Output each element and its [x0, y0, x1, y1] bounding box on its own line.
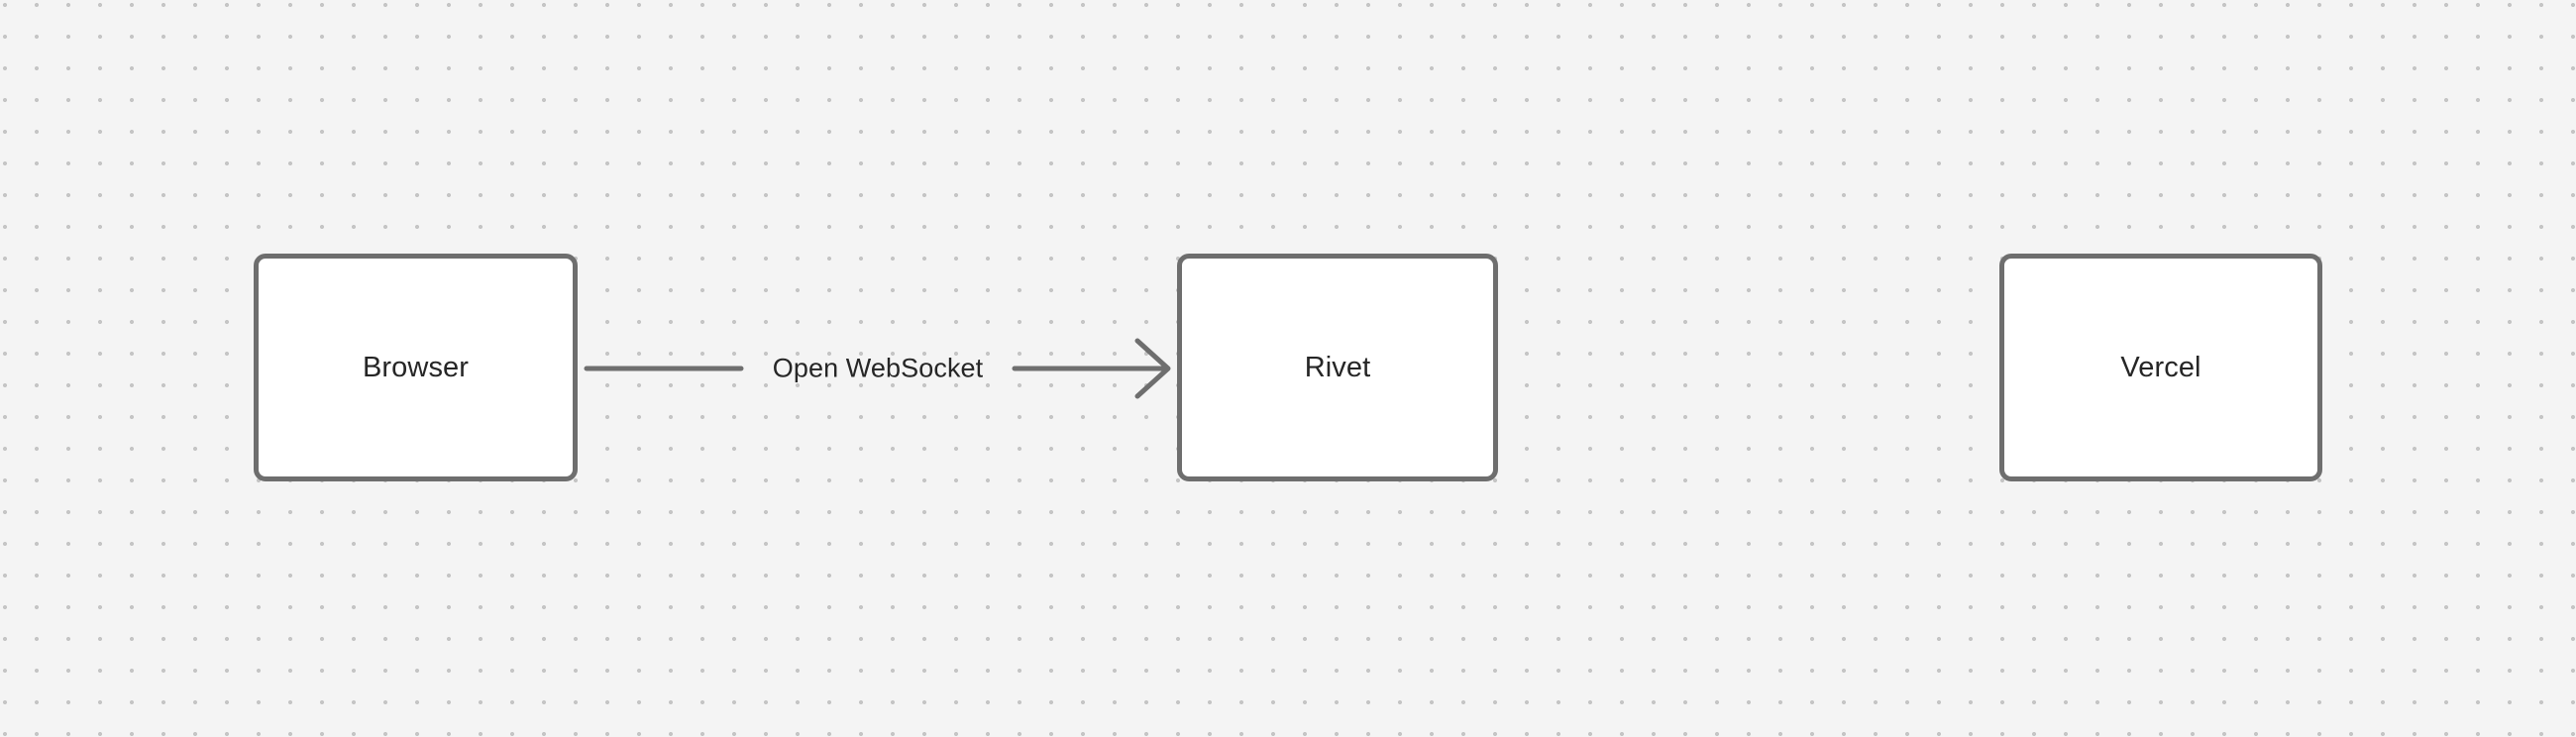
node-vercel[interactable]: Vercel	[1999, 254, 2322, 481]
edge-label-open-websocket: Open WebSocket	[772, 353, 984, 383]
arrowhead-icon	[1134, 338, 1171, 399]
node-label-rivet: Rivet	[1304, 351, 1371, 383]
node-rivet[interactable]: Rivet	[1177, 254, 1498, 481]
node-label-browser: Browser	[362, 351, 470, 383]
node-browser[interactable]: Browser	[254, 254, 578, 481]
node-label-vercel: Vercel	[2120, 351, 2201, 383]
